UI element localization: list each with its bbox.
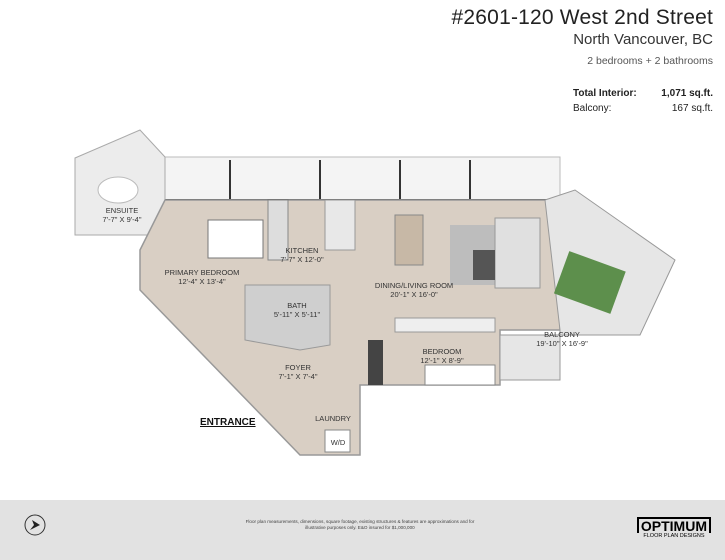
- foyer-dims: 7'-1" X 7'-4": [278, 372, 317, 381]
- primary-bedroom-dims: 12'-4" X 13'-4": [178, 277, 226, 286]
- kitchen-island: [324, 199, 356, 251]
- ensuite-label: ENSUITE: [106, 206, 139, 215]
- area-value: 167 sq.ft.: [671, 103, 713, 114]
- balcony-rug: [553, 251, 626, 314]
- bathtub: [97, 176, 139, 204]
- bath-dims: 5'-11" X 5'-11": [274, 310, 321, 319]
- floor-plan: ENSUITE 7'-7" X 9'-4" PRIMARY BEDROOM 12…: [74, 129, 676, 456]
- closet: [368, 340, 383, 385]
- listing-header: #2601-120 West 2nd Street North Vancouve…: [452, 6, 713, 67]
- entrance-label: ENTRANCE: [200, 417, 256, 428]
- area-summary: Total Interior: 1,071 sq.ft. Balcony: 167 …: [573, 86, 713, 116]
- kitchen-counter: [267, 199, 289, 261]
- balcony-area-row: Balcony: 167 sq.ft.: [573, 101, 713, 116]
- washer-dryer-label: W/D: [331, 438, 346, 447]
- foyer-label: FOYER: [285, 363, 311, 372]
- primary-bed: [207, 219, 264, 259]
- total-interior-row: Total Interior: 1,071 sq.ft.: [573, 86, 713, 101]
- city-label: North Vancouver, BC: [573, 31, 713, 48]
- footer: Floor plan measurements, dimensions, squ…: [0, 500, 725, 560]
- area-label: Total Interior:: [573, 88, 637, 99]
- bedroom-bed: [424, 364, 496, 386]
- living-room-dims: 20'-1" X 16'-0": [390, 290, 438, 299]
- bath-label: BATH: [287, 301, 306, 310]
- ensuite-dims: 7'-7" X 9'-4": [102, 215, 141, 224]
- bedroom-wall: [394, 317, 496, 333]
- dining-table: [394, 214, 424, 266]
- address-title: #2601-120 West 2nd Street: [451, 6, 713, 29]
- primary-bedroom-label: PRIMARY BEDROOM: [165, 268, 240, 277]
- bedroom-dims: 12'-1" X 8'-9": [420, 356, 464, 365]
- sofa: [494, 217, 541, 289]
- bed-bath-summary: 2 bedrooms + 2 bathrooms: [587, 55, 713, 67]
- bath-area: [244, 284, 331, 351]
- optimum-logo: OPTIMUM FLOOR PLAN DESIGNS: [636, 517, 711, 539]
- bedroom-label: BEDROOM: [423, 347, 462, 356]
- kitchen-label: KITCHEN: [286, 246, 319, 255]
- washer-dryer: [324, 429, 351, 453]
- kitchen-dims: 7'-7" X 12'-0": [280, 255, 324, 264]
- logo-sub: FLOOR PLAN DESIGNS: [643, 533, 705, 539]
- living-room-label: DINING/LIVING ROOM: [375, 281, 453, 290]
- north-arrow-icon: [24, 514, 46, 536]
- logo-main: OPTIMUM: [636, 517, 711, 533]
- disclaimer: Floor plan measurements, dimensions, squ…: [245, 519, 475, 530]
- area-value: 1,071 sq.ft.: [661, 88, 713, 99]
- balcony-dims: 19'-10" X 16'-9": [536, 339, 588, 348]
- laundry-label: LAUNDRY: [315, 414, 351, 423]
- balcony-label: BALCONY: [544, 330, 580, 339]
- coffee-table: [473, 250, 495, 280]
- area-label: Balcony:: [573, 103, 612, 114]
- window-wall: [164, 156, 561, 201]
